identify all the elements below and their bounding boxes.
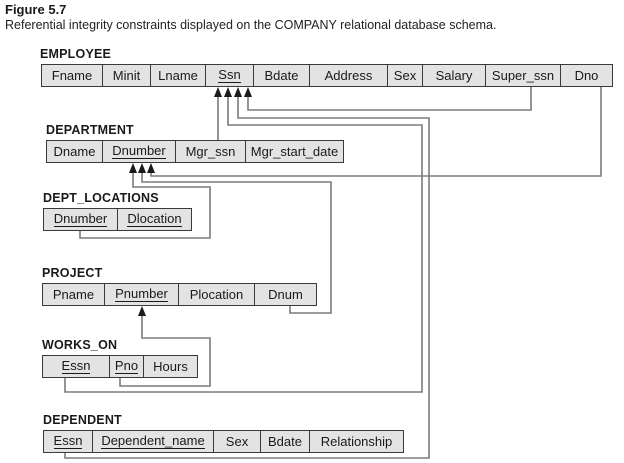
attribute-cell-dept_locations-dnumber: Dnumber — [43, 208, 118, 231]
table-name-department: DEPARTMENT — [46, 123, 134, 137]
attribute-cell-employee-address: Address — [309, 64, 388, 87]
attribute-label: Dependent_name — [101, 433, 205, 449]
figure-label: Figure 5.7 — [5, 2, 67, 17]
fk-line-employee-super_ssn — [247, 87, 532, 111]
attribute-cell-employee-super_ssn: Super_ssn — [485, 64, 561, 87]
table-row-employee: Fname Minit Lname Ssn Bdate Address Sex Salary S… — [41, 64, 613, 87]
attribute-label: Bdate — [264, 67, 299, 83]
attribute-label: Mgr_start_date — [250, 143, 339, 159]
attribute-cell-employee-bdate: Bdate — [253, 64, 310, 87]
fk-arrowhead-project-pnumber — [138, 306, 146, 316]
table-row-project: Pname Pnumber Plocation Dnum — [42, 283, 317, 306]
attribute-cell-employee-salary: Salary — [422, 64, 486, 87]
attribute-cell-dependent-essn: Essn — [43, 430, 93, 453]
attribute-cell-employee-fname: Fname — [41, 64, 103, 87]
attribute-label: Dname — [53, 143, 96, 159]
fk-arrowhead-employee-ssn — [244, 87, 252, 97]
attribute-cell-dept_locations-dlocation: Dlocation — [117, 208, 192, 231]
attribute-label: Minit — [112, 67, 141, 83]
table-row-dept_locations: Dnumber Dlocation — [43, 208, 192, 231]
table-name-employee: EMPLOYEE — [40, 47, 112, 61]
attribute-cell-dependent-dependent_name: Dependent_name — [92, 430, 214, 453]
attribute-cell-department-dname: Dname — [46, 140, 103, 163]
fk-arrowhead-employee-ssn — [224, 87, 232, 97]
attribute-label: Mgr_ssn — [185, 143, 236, 159]
attribute-cell-employee-minit: Minit — [102, 64, 151, 87]
attribute-label: Fname — [51, 67, 93, 83]
attribute-cell-department-dnumber: Dnumber — [102, 140, 176, 163]
attribute-label: Hours — [153, 358, 188, 374]
attribute-cell-employee-dno: Dno — [560, 64, 613, 87]
attribute-label: Pnumber — [115, 286, 168, 302]
attribute-label: Essn — [53, 433, 83, 449]
attribute-cell-employee-sex: Sex — [387, 64, 423, 87]
fk-arrowhead-department-dnumber — [129, 163, 137, 173]
attribute-cell-project-pname: Pname — [42, 283, 105, 306]
attribute-cell-project-pnumber: Pnumber — [104, 283, 179, 306]
fk-arrowhead-employee-ssn — [234, 87, 242, 97]
attribute-label: Bdate — [268, 433, 302, 449]
attribute-cell-employee-ssn: Ssn — [205, 64, 254, 87]
attribute-cell-department-mgr_ssn: Mgr_ssn — [175, 140, 246, 163]
table-name-works_on: WORKS_ON — [42, 338, 118, 352]
attribute-label: Relationship — [320, 433, 393, 449]
attribute-cell-dependent-bdate: Bdate — [260, 430, 310, 453]
attribute-label: Sex — [225, 433, 249, 449]
attribute-label: Pname — [52, 286, 95, 302]
attribute-label: Ssn — [218, 67, 241, 83]
fk-arrowhead-employee-ssn — [214, 87, 222, 97]
table-row-department: Dname Dnumber Mgr_ssn Mgr_start_date — [46, 140, 344, 163]
table-row-works_on: Essn Pno Hours — [42, 355, 198, 378]
attribute-label: Sex — [393, 67, 417, 83]
attribute-label: Dnum — [268, 286, 303, 302]
attribute-label: Dnumber — [112, 143, 166, 159]
attribute-cell-project-dnum: Dnum — [254, 283, 317, 306]
attribute-label: Address — [324, 67, 373, 83]
attribute-label: Dlocation — [127, 211, 182, 227]
attribute-label: Pno — [114, 358, 139, 374]
fk-arrowhead-department-dnumber — [138, 163, 146, 173]
table-row-dependent: Essn Dependent_name Sex Bdate Relationship — [43, 430, 404, 453]
figure-caption: Referential integrity constraints displa… — [5, 18, 497, 32]
attribute-label: Super_ssn — [491, 67, 555, 83]
attribute-label: Lname — [158, 67, 198, 83]
attribute-cell-works_on-essn: Essn — [42, 355, 110, 378]
attribute-label: Salary — [435, 67, 473, 83]
attribute-cell-works_on-pno: Pno — [109, 355, 144, 378]
attribute-cell-works_on-hours: Hours — [143, 355, 198, 378]
attribute-label: Dno — [574, 67, 599, 83]
attribute-cell-dependent-sex: Sex — [213, 430, 261, 453]
table-name-dependent: DEPENDENT — [43, 413, 122, 427]
table-name-project: PROJECT — [42, 266, 103, 280]
attribute-label: Plocation — [189, 286, 244, 302]
attribute-cell-employee-lname: Lname — [150, 64, 206, 87]
attribute-label: Dnumber — [53, 211, 108, 227]
attribute-cell-project-plocation: Plocation — [178, 283, 255, 306]
table-name-dept_locations: DEPT_LOCATIONS — [43, 191, 159, 205]
attribute-label: Essn — [61, 358, 91, 374]
attribute-cell-department-mgr_start_date: Mgr_start_date — [245, 140, 344, 163]
fk-arrowhead-department-dnumber — [147, 163, 155, 173]
attribute-cell-dependent-relationship: Relationship — [309, 430, 404, 453]
